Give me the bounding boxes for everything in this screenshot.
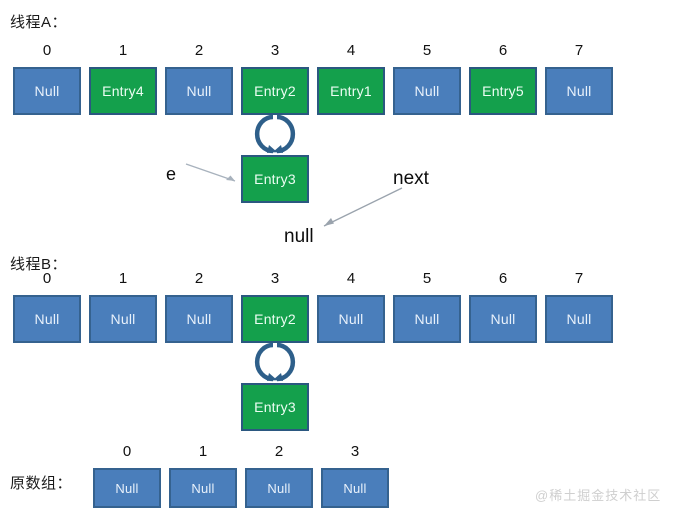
thread-b-cell-6[interactable]: Null (469, 295, 537, 343)
thread-a-index-0: 0 (42, 42, 52, 59)
thread-a-cell-3[interactable]: Entry2 (241, 67, 309, 115)
next-pointer-arrow-icon (318, 186, 404, 230)
thread-b-index-6: 6 (498, 270, 508, 287)
e-pointer-arrow-icon (185, 160, 243, 190)
thread-a-index-2: 2 (194, 42, 204, 59)
next-label: next (393, 168, 429, 189)
original-array-cell-3[interactable]: Null (321, 468, 389, 508)
thread-a-cell-6[interactable]: Entry5 (469, 67, 537, 115)
thread-a-index-1: 1 (118, 42, 128, 59)
thread-b-index-5: 5 (422, 270, 432, 287)
original-array-index-0: 0 (122, 443, 132, 460)
original-array-index-2: 2 (274, 443, 284, 460)
null-label: null (284, 226, 314, 247)
thread-a-cell-0[interactable]: Null (13, 67, 81, 115)
thread-a-index-3: 3 (270, 42, 280, 59)
thread-b-index-3: 3 (270, 270, 280, 287)
thread-b-cell-7[interactable]: Null (545, 295, 613, 343)
thread-b-cell-4[interactable]: Null (317, 295, 385, 343)
thread-a-cell-7[interactable]: Null (545, 67, 613, 115)
original-array-index-3: 3 (350, 443, 360, 460)
thread-b-index-2: 2 (194, 270, 204, 287)
original-array-cell-2[interactable]: Null (245, 468, 313, 508)
thread-b-index-4: 4 (346, 270, 356, 287)
thread-b-index-7: 7 (574, 270, 584, 287)
original-array-label: 原数组： (10, 475, 73, 492)
circular-loop-icon-a (253, 114, 297, 154)
thread-a-cell-4[interactable]: Entry1 (317, 67, 385, 115)
thread-b-cell-1[interactable]: Null (89, 295, 157, 343)
thread-b-index-1: 1 (118, 270, 128, 287)
thread-b-label: 线程B： (10, 256, 68, 273)
thread-b-child-cell[interactable]: Entry3 (241, 383, 309, 431)
thread-a-child-cell[interactable]: Entry3 (241, 155, 309, 203)
e-label: e (166, 164, 177, 184)
thread-a-index-4: 4 (346, 42, 356, 59)
thread-b-cell-5[interactable]: Null (393, 295, 461, 343)
thread-a-index-5: 5 (422, 42, 432, 59)
thread-b-index-0: 0 (42, 270, 52, 287)
thread-a-cell-1[interactable]: Entry4 (89, 67, 157, 115)
original-array-cell-0[interactable]: Null (93, 468, 161, 508)
thread-b-cell-3[interactable]: Entry2 (241, 295, 309, 343)
thread-a-index-6: 6 (498, 42, 508, 59)
thread-a-index-7: 7 (574, 42, 584, 59)
circular-loop-icon-b (253, 342, 297, 382)
thread-b-cell-0[interactable]: Null (13, 295, 81, 343)
thread-a-cell-2[interactable]: Null (165, 67, 233, 115)
thread-a-cell-5[interactable]: Null (393, 67, 461, 115)
watermark: @稀土掘金技术社区 (535, 488, 662, 503)
original-array-index-1: 1 (198, 443, 208, 460)
thread-a-label: 线程A： (10, 14, 68, 31)
original-array-cell-1[interactable]: Null (169, 468, 237, 508)
thread-b-cell-2[interactable]: Null (165, 295, 233, 343)
